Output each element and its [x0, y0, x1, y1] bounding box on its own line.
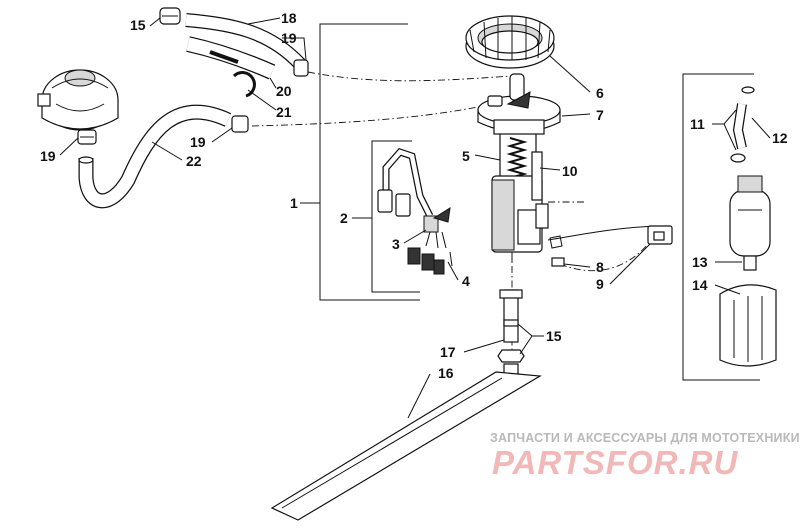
assembly-bracket-2	[352, 140, 420, 293]
leader-lines	[59, 17, 771, 419]
callout-5: 5	[462, 148, 470, 164]
fuel-filter	[37, 69, 119, 131]
hose-20	[186, 36, 276, 80]
callout-16: 16	[438, 365, 454, 381]
callout-20: 20	[276, 83, 292, 99]
callout-19-left: 19	[40, 148, 56, 164]
watermark-tagline: ЗАПЧАСТИ И АКСЕССУАРЫ ДЛЯ МОТОТЕХНИКИ	[490, 431, 800, 445]
pump-flange-7	[477, 73, 561, 135]
callout-21: 21	[276, 104, 292, 120]
connector-11	[730, 86, 755, 163]
callout-3: 3	[392, 236, 400, 252]
callout-15-bottom: 15	[546, 328, 562, 344]
callout-17: 17	[440, 344, 456, 360]
clip-21	[232, 71, 256, 98]
callout-7: 7	[596, 107, 604, 123]
callout-15-top: 15	[130, 17, 146, 33]
sender-wire-8-9	[547, 225, 673, 267]
clamp-19-mid	[231, 115, 249, 133]
callout-11: 11	[690, 116, 705, 132]
clamp-19-left	[77, 129, 97, 145]
callout-9: 9	[596, 276, 604, 292]
clamp-19-top	[293, 59, 309, 77]
callout-6: 6	[596, 85, 604, 101]
callout-10: 10	[562, 163, 578, 179]
pump-module-5	[491, 134, 549, 262]
callout-19-top: 19	[281, 30, 297, 46]
callout-4: 4	[462, 273, 470, 289]
callout-22: 22	[186, 153, 202, 169]
callout-2: 2	[340, 210, 348, 226]
strap-16	[270, 371, 542, 521]
callout-8: 8	[596, 259, 604, 275]
assembly-bracket-pump	[682, 73, 760, 381]
clamp-15-top	[159, 7, 181, 25]
callout-19-mid: 19	[190, 134, 206, 150]
lock-ring-6	[465, 15, 555, 69]
hose-18	[185, 13, 306, 69]
pickup-tube-17	[499, 289, 523, 343]
filter-sock-14	[719, 284, 777, 367]
wire-harness-2	[377, 147, 453, 275]
routing-lines	[251, 71, 649, 360]
hose-22	[78, 104, 232, 209]
watermark-logo: PARTSFOR.RU	[492, 444, 739, 481]
callout-12: 12	[772, 130, 788, 146]
hose-12	[732, 103, 747, 150]
callout-1: 1	[290, 195, 298, 211]
callout-14: 14	[692, 277, 708, 293]
fuel-pump-13	[729, 175, 771, 271]
callout-18: 18	[281, 10, 297, 26]
callout-13: 13	[692, 254, 708, 270]
assembly-bracket-1	[300, 23, 420, 301]
